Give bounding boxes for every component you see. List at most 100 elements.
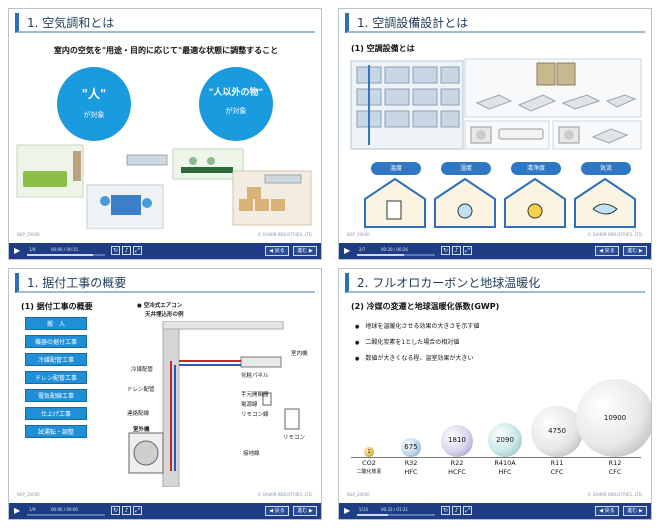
seek-bar[interactable] — [357, 254, 435, 256]
label-remote-line: リモコン線 — [241, 412, 269, 418]
step-test-run[interactable]: 試運転・調整 — [25, 425, 87, 438]
pill-cleanliness: 清浄度 — [511, 162, 561, 175]
gwp-xsublabel-r32: HFC — [404, 468, 418, 476]
slide-installation[interactable]: 1. 据付工事の概要 (1) 据付工事の概要 搬 入 機器の据付工事 冷媒配管工… — [8, 268, 322, 520]
bullet-3: 数値が大きくなる程、温室効果が大きい — [355, 353, 473, 362]
pill-airflow: 気流 — [581, 162, 631, 175]
copyright: © DAIKIN INDUSTRIES, LTD. — [587, 232, 643, 237]
gwp-xlabel-r11: R11 — [550, 459, 564, 467]
section-heading: (1) 空調設備とは — [351, 44, 415, 53]
volume-icon[interactable]: ♪ — [452, 246, 461, 255]
equipment-illustration — [350, 58, 642, 150]
objects-circle-caption: が対象 — [225, 107, 247, 115]
bullet-1: 地球を温暖化させる効果の大きさを示す値 — [355, 321, 479, 330]
gwp-xsublabel-r11: CFC — [550, 468, 564, 476]
play-icon[interactable]: ▶ — [344, 246, 351, 255]
replay-icon[interactable]: ↻ — [111, 246, 120, 255]
pill-temperature: 温度 — [371, 162, 421, 175]
ceiling-unit-illustration — [126, 154, 168, 166]
next-button[interactable]: 進む ▶ — [623, 506, 647, 516]
player-controls: ▶ 1/9 00:00 / 00:15 ↻ ♪ ⤢ ◀ 戻る 進む ▶ — [9, 243, 321, 259]
step-finishing[interactable]: 仕上げ工事 — [25, 407, 87, 420]
slide-title: 1. 空調設備設計とは — [345, 13, 645, 33]
gwp-xlabel-r32: R32 — [404, 459, 418, 467]
player-controls: ▶ 5/10 00:33 / 01:21 ↻ ♪ ⤢ ◀ 戻る 進む ▶ — [339, 503, 651, 519]
seek-fill — [357, 254, 404, 256]
replay-icon[interactable]: ↻ — [441, 246, 450, 255]
step-electrical[interactable]: 電気配線工事 — [25, 389, 87, 402]
copyright: © DAIKIN INDUSTRIES, LTD. — [257, 492, 313, 497]
label-wiring: 連絡配線 — [127, 411, 150, 417]
slide-title: 1. 空気調和とは — [15, 13, 315, 33]
prev-button[interactable]: ◀ 戻る — [265, 506, 289, 516]
fullscreen-icon[interactable]: ⤢ — [463, 506, 472, 515]
example-title: ● 空冷式エアコン — [137, 303, 183, 309]
step-equipment[interactable]: 機器の据付工事 — [25, 335, 87, 348]
replay-icon[interactable]: ↻ — [441, 506, 450, 515]
seek-bar[interactable] — [357, 514, 435, 516]
slide-body: (2) 冷媒の変遷と地球温暖化係数(GWP) 地球を温暖化させる効果の大きさを示… — [345, 297, 651, 487]
label-power: 電源線 — [241, 402, 258, 408]
copyright: © DAIKIN INDUSTRIES, LTD. — [587, 492, 643, 497]
player-controls: ▶ 2/7 00:20 / 00:26 ↻ ♪ ⤢ ◀ 戻る 進む ▶ — [339, 243, 651, 259]
fullscreen-icon[interactable]: ⤢ — [463, 246, 472, 255]
volume-icon[interactable]: ♪ — [122, 506, 131, 515]
page-counter: 1/9 — [29, 247, 36, 252]
prev-button[interactable]: ◀ 戻る — [595, 506, 619, 516]
time-display: 00:00 / 00:00 — [51, 507, 78, 512]
seek-fill — [27, 254, 94, 256]
pill-humidity: 湿度 — [441, 162, 491, 175]
fullscreen-icon[interactable]: ⤢ — [133, 246, 142, 255]
label-switch: 手元開閉器 — [241, 392, 269, 398]
seek-bar[interactable] — [27, 254, 105, 256]
volume-icon[interactable]: ♪ — [452, 506, 461, 515]
play-icon[interactable]: ▶ — [14, 506, 21, 515]
slide-title: 2. フルオロカーボンと地球温暖化 — [345, 273, 645, 293]
step-carry-in[interactable]: 搬 入 — [25, 317, 87, 330]
time-display: 00:00 / 00:15 — [51, 247, 78, 252]
bullet-2: 二酸化炭素を1とした場合の相対値 — [355, 337, 459, 346]
gwp-bubble-r12: 10900 — [576, 379, 651, 457]
page-counter: 1/9 — [29, 507, 36, 512]
gwp-xlabel-co2: CO2 — [362, 459, 376, 467]
prev-button[interactable]: ◀ 戻る — [595, 246, 619, 256]
play-icon[interactable]: ▶ — [14, 246, 21, 255]
label-outdoor: 室外機 — [133, 427, 150, 433]
step-drain[interactable]: ドレン配管工事 — [25, 371, 87, 384]
prev-button[interactable]: ◀ 戻る — [265, 246, 289, 256]
gwp-xlabel-r12: R12 — [608, 459, 622, 467]
gwp-xlabel-r22: R22 — [450, 459, 464, 467]
illustration-scenes — [16, 144, 312, 229]
people-circle-title: "人" — [81, 87, 107, 101]
gwp-bubble-r32: 675 — [401, 437, 421, 457]
volume-icon[interactable]: ♪ — [122, 246, 131, 255]
gwp-xsublabel-r410a: HFC — [498, 468, 512, 476]
example-subtitle: 天井埋込形の例 — [145, 312, 184, 318]
next-button[interactable]: 進む ▶ — [623, 246, 647, 256]
slide-body: 室内の空気を"用途・目的に応じて"最適な状態に調整すること "人" が対象 "人… — [15, 37, 317, 229]
next-button[interactable]: 進む ▶ — [293, 246, 317, 256]
slide-title: 1. 据付工事の概要 — [15, 273, 315, 293]
step-refrigerant[interactable]: 冷媒配管工事 — [25, 353, 87, 366]
installation-diagram — [128, 321, 300, 487]
next-button[interactable]: 進む ▶ — [293, 506, 317, 516]
fullscreen-icon[interactable]: ⤢ — [133, 506, 142, 515]
time-display: 00:33 / 01:21 — [381, 507, 408, 512]
house-cleanliness-icon — [504, 177, 566, 228]
footer-code: NSP_20000 — [17, 232, 40, 237]
footer-code: NSP_20000 — [347, 232, 370, 237]
people-circle-caption: が対象 — [83, 111, 105, 119]
play-icon[interactable]: ▶ — [344, 506, 351, 515]
seek-bar[interactable] — [27, 514, 105, 516]
slide-air-conditioning[interactable]: 1. 空気調和とは 室内の空気を"用途・目的に応じて"最適な状態に調整すること … — [8, 8, 322, 260]
slide-gwp[interactable]: 2. フルオロカーボンと地球温暖化 (2) 冷媒の変遷と地球温暖化係数(GWP)… — [338, 268, 652, 520]
footer-code: NSP_20000 — [347, 492, 370, 497]
gwp-baseline — [351, 457, 641, 458]
gwp-bubble-co2: 1 — [364, 447, 374, 457]
slide-body: (1) 据付工事の概要 搬 入 機器の据付工事 冷媒配管工事 ドレン配管工事 電… — [15, 297, 317, 487]
slide-hvac-design[interactable]: 1. 空調設備設計とは (1) 空調設備とは 温度 湿度 清浄度 — [338, 8, 652, 260]
label-indoor: 室内機 — [291, 351, 308, 357]
replay-icon[interactable]: ↻ — [111, 506, 120, 515]
copyright: © DAIKIN INDUSTRIES, LTD. — [257, 232, 313, 237]
